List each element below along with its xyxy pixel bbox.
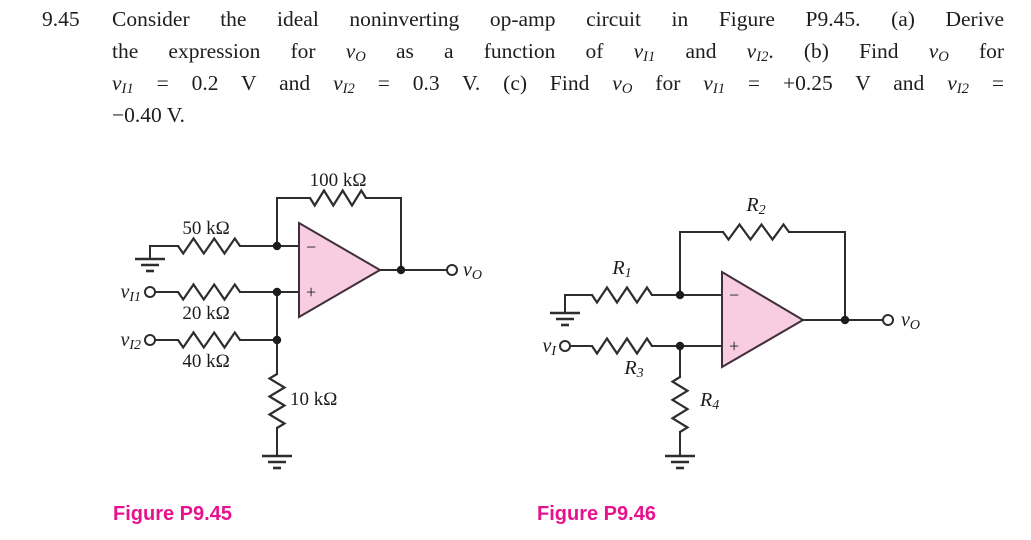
opamp-plus-sign: +	[729, 336, 739, 356]
figure-caption-p945: Figure P9.45	[113, 503, 232, 525]
label-base: R	[612, 257, 625, 279]
label-sub: I1	[129, 290, 141, 305]
label-base: v	[542, 335, 552, 357]
opamp-plus-sign: +	[306, 282, 316, 302]
resistor-100k	[309, 188, 367, 208]
problem-number: 9.45	[42, 7, 80, 31]
terminal-label-vi: vI	[542, 334, 556, 359]
input-terminal-vi1	[144, 286, 156, 298]
label-base: v	[120, 281, 130, 303]
label-sub: I2	[129, 338, 141, 353]
opamp-triangle	[721, 270, 805, 369]
resistor-r2	[722, 222, 790, 242]
label-sub: O	[909, 318, 921, 333]
label-base: v	[463, 259, 472, 281]
input-terminal-vi	[559, 340, 571, 352]
output-terminal	[882, 314, 894, 326]
junction-dot	[396, 265, 406, 275]
junction-dot	[675, 290, 685, 300]
resistor-r1	[591, 285, 653, 305]
junction-dot	[840, 315, 850, 325]
resistor-label-r3: R3	[624, 356, 644, 381]
label-base: R	[746, 194, 759, 216]
resistor-label-r1: R1	[612, 256, 632, 281]
junction-dot	[675, 341, 685, 351]
terminal-label-vo: vO	[463, 258, 483, 283]
label-base: v	[901, 309, 910, 331]
terminal-label-vi1: vI1	[120, 280, 141, 305]
ground-symbol	[550, 311, 580, 327]
resistor-label-20k: 20 kΩ	[182, 303, 230, 324]
junction-dot	[272, 241, 282, 251]
figure-caption-p946: Figure P9.46	[537, 503, 656, 525]
label-sub: 4	[712, 398, 720, 413]
junction-dot	[272, 335, 282, 345]
ground-symbol	[135, 257, 165, 273]
ground-symbol	[262, 454, 292, 470]
resistor-label-100k: 100 kΩ	[309, 170, 367, 191]
ground-symbol	[665, 454, 695, 470]
resistor-label-r2: R2	[746, 193, 766, 218]
resistor-r3	[591, 336, 653, 356]
resistor-label-r4: R4	[700, 388, 720, 413]
label-base: R	[624, 357, 637, 379]
label-sub: 3	[636, 366, 644, 381]
resistor-10k	[267, 373, 287, 429]
resistor-50k	[177, 236, 241, 256]
label-sub: I	[551, 344, 556, 359]
label-sub: 1	[624, 266, 632, 281]
problem-line-4: −0.40 V.	[112, 103, 185, 127]
label-sub: 2	[758, 203, 766, 218]
figure-p945-schematic: − +	[135, 188, 458, 470]
label-sub: O	[471, 268, 483, 283]
opamp-minus-sign: −	[306, 237, 316, 257]
opamp-minus-sign: −	[729, 285, 739, 305]
label-base: v	[120, 329, 130, 351]
resistor-20k	[177, 282, 241, 302]
terminal-label-vo: vO	[901, 308, 921, 333]
problem-text: Consider the ideal noninverting op-amp c…	[112, 3, 1004, 131]
problem-statement: 9.45 Consider the ideal noninverting op-…	[42, 3, 1005, 131]
output-terminal	[446, 264, 458, 276]
opamp-triangle	[298, 221, 382, 319]
resistor-40k	[177, 330, 241, 350]
problem-line-3: vI1 = 0.2 V and vI2 = 0.3 V. (c) Find vO…	[112, 71, 1004, 98]
resistor-r4	[670, 376, 690, 433]
label-base: R	[700, 389, 713, 411]
input-terminal-vi2	[144, 334, 156, 346]
junction-dot	[272, 287, 282, 297]
problem-line-1: Consider the ideal noninverting op-amp c…	[112, 7, 1004, 31]
problem-line-2: the expression for vO as a function of v…	[112, 39, 1005, 66]
terminal-label-vi2: vI2	[120, 328, 141, 353]
figure-p946-schematic: − +	[550, 222, 894, 470]
resistor-label-40k: 40 kΩ	[182, 351, 230, 372]
resistor-label-10k: 10 kΩ	[290, 389, 338, 410]
resistor-label-50k: 50 kΩ	[182, 218, 230, 239]
